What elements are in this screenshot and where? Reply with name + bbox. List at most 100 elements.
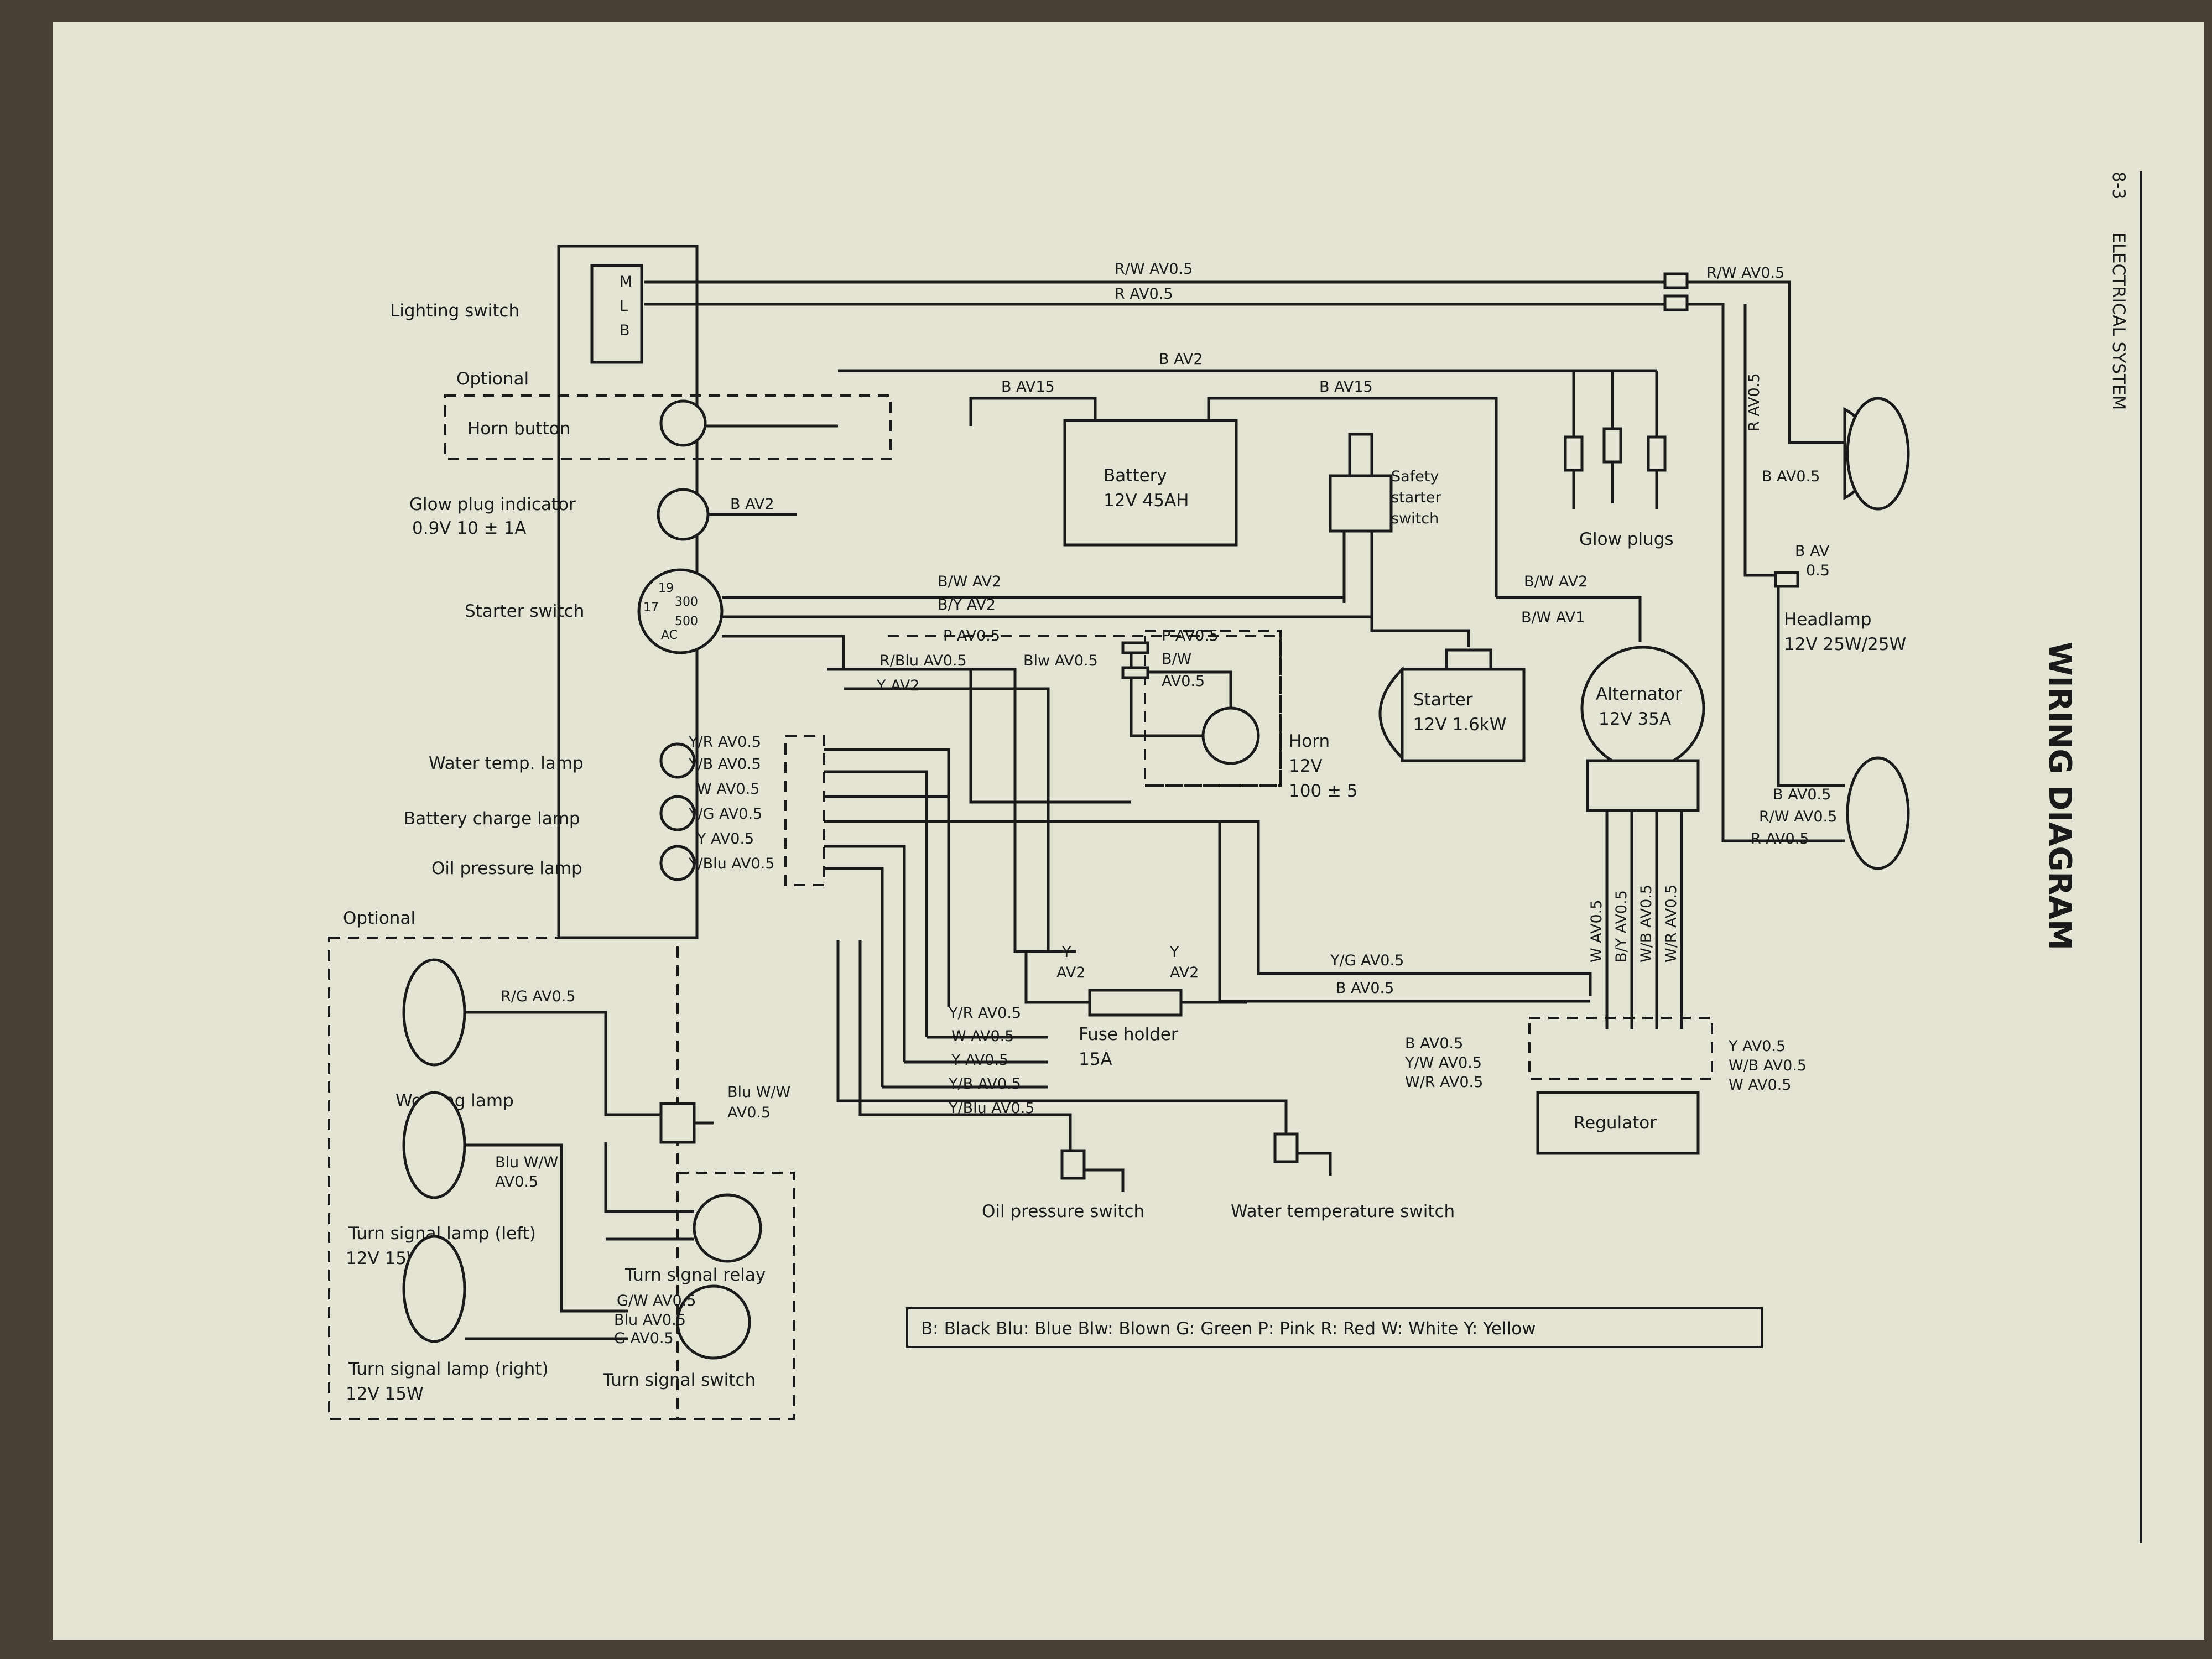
turn-lamp-right-label: Turn signal lamp (right) [348,1359,549,1379]
wire-blw-av05: Blw AV0.5 [1023,652,1098,669]
fuse-y-right-2: AV2 [1170,964,1199,981]
starter-term-300: 300 [675,595,698,609]
wire-blu-ww-2: AV0.5 [727,1104,771,1121]
wire-by-av2: B/Y AV2 [938,596,996,613]
bus-wire-1: Y/R AV0.5 [948,1005,1021,1022]
wire-bw-av2-left: B/W AV2 [938,573,1001,590]
wire-rblu-av05: R/Blu AV0.5 [879,652,967,669]
turn-switch-label: Turn signal switch [602,1370,756,1390]
regulator-label: Regulator [1574,1113,1657,1133]
lamp-wire-6: Y/Blu AV0.5 [688,855,774,872]
wire-rw-head-top: R/W AV0.5 [1706,264,1784,282]
horn-button-icon[interactable] [659,399,707,447]
battery-charge-lamp-label: Battery charge lamp [404,809,580,829]
reg-left-2: Y/W AV0.5 [1404,1054,1482,1072]
fuse-y-left-1: Y [1061,944,1071,961]
starter-spec: 12V 1.6kW [1413,715,1506,735]
wiring-diagram: 8-3 ELECTRICAL SYSTEM WIRING DIAGRAM Lig… [328,171,2142,1543]
lamp-wire-3: W AV0.5 [697,781,759,798]
reg-left-1: B AV0.5 [1405,1035,1463,1052]
turn-lamp-right-spec: 12V 15W [346,1384,424,1404]
wire-rw-lower: R/W AV0.5 [1759,808,1837,825]
turn-lamp-right-icon [402,1235,466,1343]
wire-y-av2-left: Y AV2 [876,677,919,694]
water-temp-switch-icon [1273,1132,1332,1176]
glow-indicator-spec: 0.9V 10 ± 1A [412,518,526,538]
wire-b-head: B AV0.5 [1762,468,1820,485]
page-title: WIRING DIAGRAM [2042,642,2078,950]
wire-b-av05-reg: B AV0.5 [1336,980,1394,997]
glow-plug-icons [1564,427,1667,509]
battery [1063,419,1238,547]
fuse-y-right-1: Y [1169,944,1179,961]
safety-label-1: Safety [1391,468,1439,485]
wire-b-av2-top: B AV2 [1159,351,1203,368]
optional-turn-box [328,937,679,1420]
headlamp-label: Headlamp [1784,610,1872,630]
wire-r-top: R AV0.5 [1115,285,1173,303]
manual-page: 8-3 ELECTRICAL SYSTEM WIRING DIAGRAM Lig… [53,22,2204,1640]
battery-label: Battery [1104,466,1167,486]
wire-blu-ww-4: AV0.5 [495,1173,538,1190]
wire-rw-top: R/W AV0.5 [1115,261,1193,278]
alt-wire-4: W/R AV0.5 [1663,885,1680,963]
wire-bw-av2-right: B/W AV2 [1524,573,1588,590]
lighting-term-m: M [620,273,632,290]
oil-pressure-lamp-label: Oil pressure lamp [431,859,582,878]
optional-horn-box [444,394,892,460]
wire-b-av15-left: B AV15 [1001,378,1055,396]
safety-starter-switch [1329,474,1393,533]
fuse-y-left-2: AV2 [1056,964,1085,981]
turn-relay-label: Turn signal relay [624,1265,766,1285]
safety-label-3: switch [1391,510,1439,527]
turn-switch-wire-2: Blu AV0.5 [614,1312,686,1329]
battery-spec: 12V 45AH [1104,491,1189,511]
horn-label-3: 100 ± 5 [1289,781,1358,801]
wire-blu-ww-1: Blu W/W [727,1084,790,1101]
water-temp-lamp-label: Water temp. lamp [429,753,584,773]
starter-switch-icon[interactable] [637,568,724,654]
alternator-label: Alternator [1596,684,1682,704]
horn-box [1144,630,1282,787]
reg-right-1: Y AV0.5 [1728,1038,1786,1055]
fuse-holder [1088,989,1183,1017]
starter-switch-label: Starter switch [465,601,584,621]
turn-switch-wire-3: G AV0.5 [614,1330,674,1347]
wire-r-vert: R AV0.5 [1746,373,1763,432]
starter-term-500: 500 [675,615,698,628]
oil-pressure-switch-label: Oil pressure switch [982,1202,1144,1221]
lighting-term-l: L [620,298,628,315]
color-legend: B: Black Blu: Blue Blw: Blown G: Green P… [921,1319,1536,1339]
wire-bw-horn: B/W [1162,651,1191,668]
bus-wire-3: Y AV0.5 [951,1052,1008,1069]
turn-relay-icon [693,1193,762,1263]
lamp-wire-1: Y/R AV0.5 [688,734,761,751]
starter-motor [1401,668,1526,762]
section-title: ELECTRICAL SYSTEM [2109,232,2128,410]
turn-switch-wire-1: G/W AV0.5 [617,1292,696,1309]
lamp-wire-4: Y/G AV0.5 [688,805,762,823]
reg-left-3: W/R AV0.5 [1405,1074,1483,1091]
working-lamp-icon [402,958,466,1067]
wire-b-av2-glow: B AV2 [730,496,774,513]
starter-term-17: 17 [643,601,659,615]
lamp-wire-5: Y AV0.5 [696,830,754,847]
optional-label-top: Optional [456,369,529,389]
reg-right-3: W AV0.5 [1729,1076,1791,1094]
glow-plug-indicator-icon [657,488,710,541]
lighting-switch-label: Lighting switch [390,301,519,321]
wire-p-av05-left: P AV0.5 [943,627,1000,644]
lighting-switch [590,264,643,364]
wire-b-av: B AV [1795,543,1830,560]
glow-indicator-label: Glow plug indicator [409,495,576,514]
horn-icon [1201,706,1260,765]
regulator [1536,1091,1700,1155]
indicator-lamps [659,742,696,881]
starter-term-19: 19 [658,581,674,595]
starter-term-ac: AC [661,628,678,642]
bus-wire-4: Y/B AV0.5 [948,1075,1021,1093]
wire-b-av15-right: B AV15 [1319,378,1373,396]
turn-signal-switch-icon[interactable] [676,1284,751,1360]
page-number: 8-3 [2109,171,2128,200]
starter-label: Starter [1413,690,1473,710]
